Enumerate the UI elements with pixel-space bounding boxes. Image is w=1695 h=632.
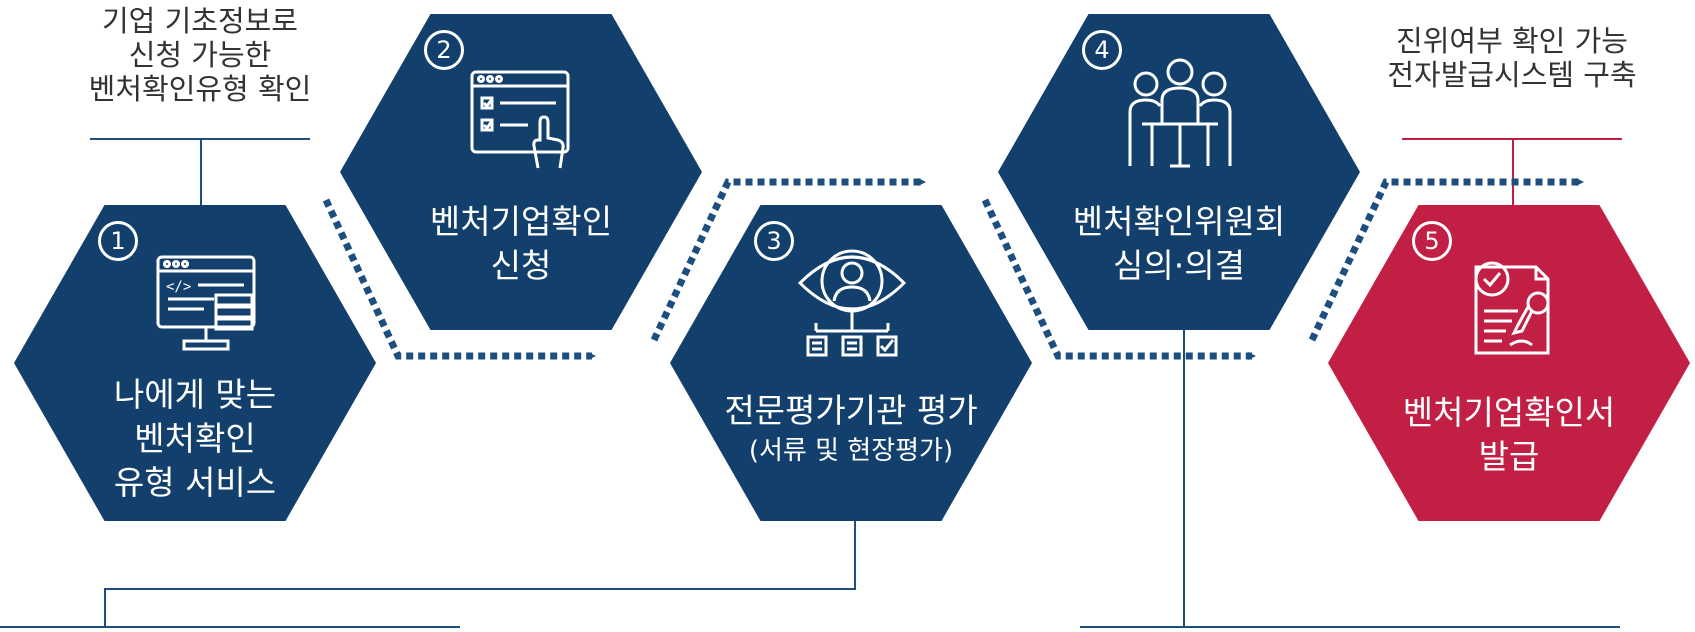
connector-line-top-left-drop (200, 138, 202, 208)
step-4-label-line-2: 심의·의결 (1113, 246, 1245, 285)
step-4-number: 4 (1082, 30, 1122, 70)
certificate-icon (1474, 261, 1550, 355)
caption-left-line-1: 기업 기초정보로 (102, 4, 298, 38)
step-5-hexagon: 5 벤처기업확인서 발급 (1328, 205, 1690, 521)
connector-line-bottom-right (1080, 626, 1620, 628)
step-2-label: 벤처기업확인 신청 (340, 200, 702, 288)
step-2-number: 2 (424, 30, 464, 70)
connector-line-bottom-left (0, 626, 460, 628)
step-1-label-line-2: 벤처확인 (134, 419, 256, 458)
step-3-label-line-1: 전문평가기관 평가 (724, 391, 978, 430)
caption-right: 진위여부 확인 가능 전자발급시스템 구축 (1362, 24, 1662, 92)
step-1-label-line-3: 유형 서비스 (113, 463, 277, 502)
arrow-1-to-2 (322, 198, 596, 360)
arrow-3-to-4 (981, 198, 1256, 360)
connector-line-step4-drop (1183, 330, 1185, 626)
committee-icon (1128, 58, 1232, 168)
connector-line-step3-drop (854, 515, 856, 590)
step-1-number: 1 (98, 221, 138, 261)
caption-left-line-2: 신청 가능한 (128, 38, 272, 72)
caption-left: 기업 기초정보로 신청 가능한 벤처확인유형 확인 (60, 4, 340, 106)
step-5-label-line-2: 발급 (1478, 437, 1540, 476)
step-4-hexagon: 4 벤처확인위원회 심의·의결 (998, 14, 1360, 330)
connector-line-top-right-drop (1512, 138, 1514, 208)
step-5-label-line-1: 벤처기업확인서 (1402, 393, 1616, 432)
caption-right-line-2: 전자발급시스템 구축 (1387, 58, 1637, 92)
step-4-label: 벤처확인위원회 심의·의결 (998, 200, 1360, 288)
evaluator-icon (797, 249, 907, 357)
step-3-sublabel: (서류 및 현장평가) (748, 436, 954, 466)
code-monitor-icon: </> (156, 255, 256, 351)
arrow-4-to-5 (1308, 178, 1584, 342)
caption-left-line-3: 벤처확인유형 확인 (88, 72, 312, 106)
connector-line-step3-left-drop (104, 588, 106, 626)
step-1-label: 나에게 맞는 벤처확인 유형 서비스 (14, 373, 376, 505)
svg-text:</>: </> (166, 279, 191, 295)
caption-right-line-1: 진위여부 확인 가능 (1396, 24, 1628, 58)
step-2-label-line-1: 벤처기업확인 (429, 202, 613, 241)
step-2-label-line-2: 신청 (490, 246, 552, 285)
arrow-2-to-3 (650, 178, 926, 342)
step-4-label-line-1: 벤처확인위원회 (1072, 202, 1286, 241)
step-5-number: 5 (1412, 221, 1452, 261)
step-1-label-line-1: 나에게 맞는 (113, 375, 277, 414)
checklist-form-icon (470, 70, 570, 169)
step-3-number: 3 (754, 221, 794, 261)
step-5-label: 벤처기업확인서 발급 (1328, 391, 1690, 479)
step-3-label: 전문평가기관 평가 (서류 및 현장평가) (670, 389, 1032, 469)
connector-line-step3-horizontal (104, 588, 856, 590)
